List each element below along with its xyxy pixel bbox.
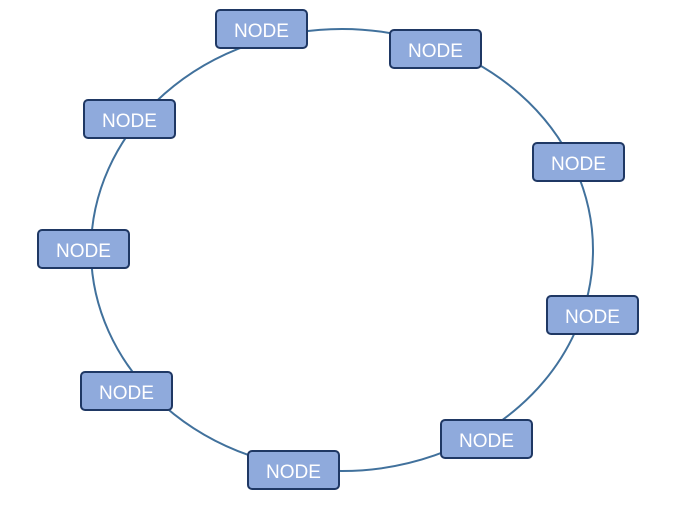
node-8[interactable]: NODE [440,419,533,459]
node-label: NODE [551,154,606,175]
node-4[interactable]: NODE [532,142,625,182]
node-label: NODE [234,21,289,42]
node-9[interactable]: NODE [247,450,340,490]
node-label: NODE [56,241,111,262]
node-5[interactable]: NODE [37,229,130,269]
nodes: NODE NODE NODE NODE NODE NODE NODE NODE [37,9,639,490]
node-label: NODE [99,383,154,404]
node-6[interactable]: NODE [546,295,639,335]
node-label: NODE [408,41,463,62]
node-label: NODE [565,307,620,328]
node-label: NODE [102,111,157,132]
node-7[interactable]: NODE [80,371,173,411]
node-label: NODE [459,431,514,452]
node-2[interactable]: NODE [389,29,482,69]
node-label: NODE [266,462,321,483]
node-1[interactable]: NODE [215,9,308,49]
node-3[interactable]: NODE [83,99,176,139]
